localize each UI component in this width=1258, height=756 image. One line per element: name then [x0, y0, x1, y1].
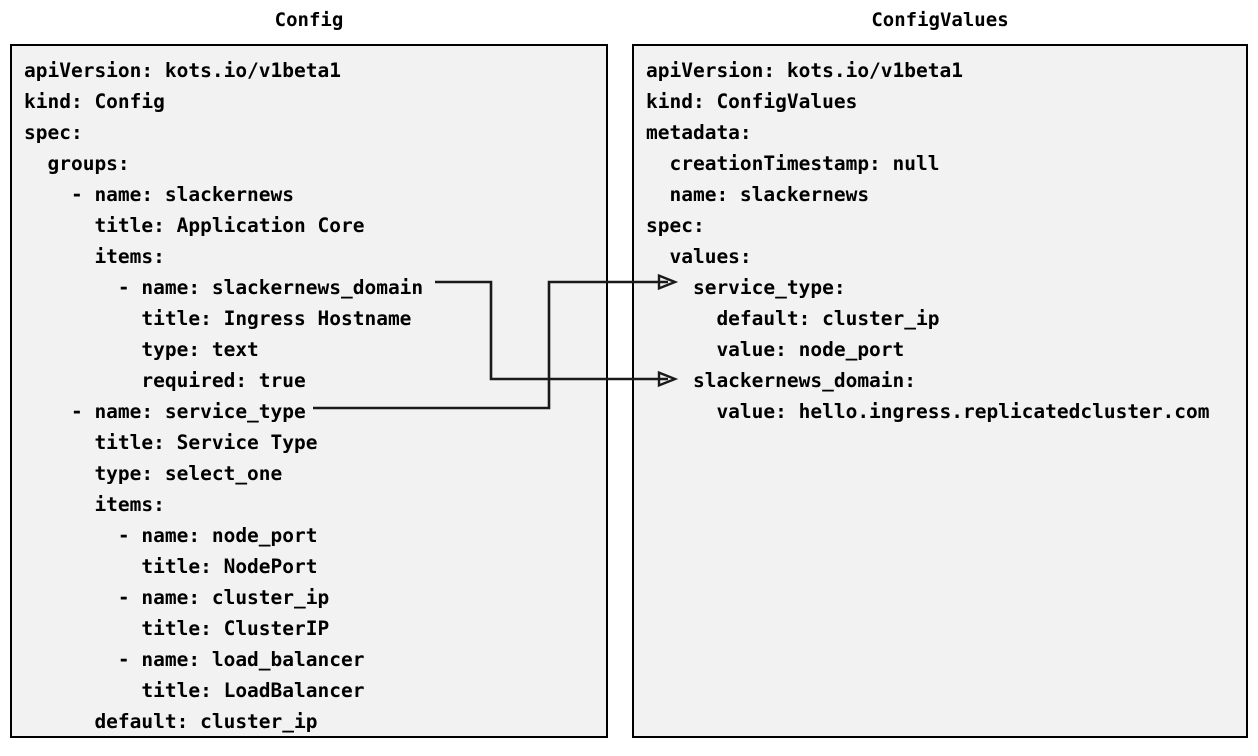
config-panel-title: Config [274, 9, 344, 31]
configvalues-yaml-text: apiVersion: kots.io/v1beta1 kind: Config… [646, 59, 1210, 423]
config-yaml-text: apiVersion: kots.io/v1beta1 kind: Config… [24, 59, 424, 733]
configvalues-panel-title: ConfigValues [871, 9, 1009, 31]
configvalues-panel: apiVersion: kots.io/v1beta1 kind: Config… [632, 44, 1248, 738]
config-panel: apiVersion: kots.io/v1beta1 kind: Config… [10, 44, 608, 738]
